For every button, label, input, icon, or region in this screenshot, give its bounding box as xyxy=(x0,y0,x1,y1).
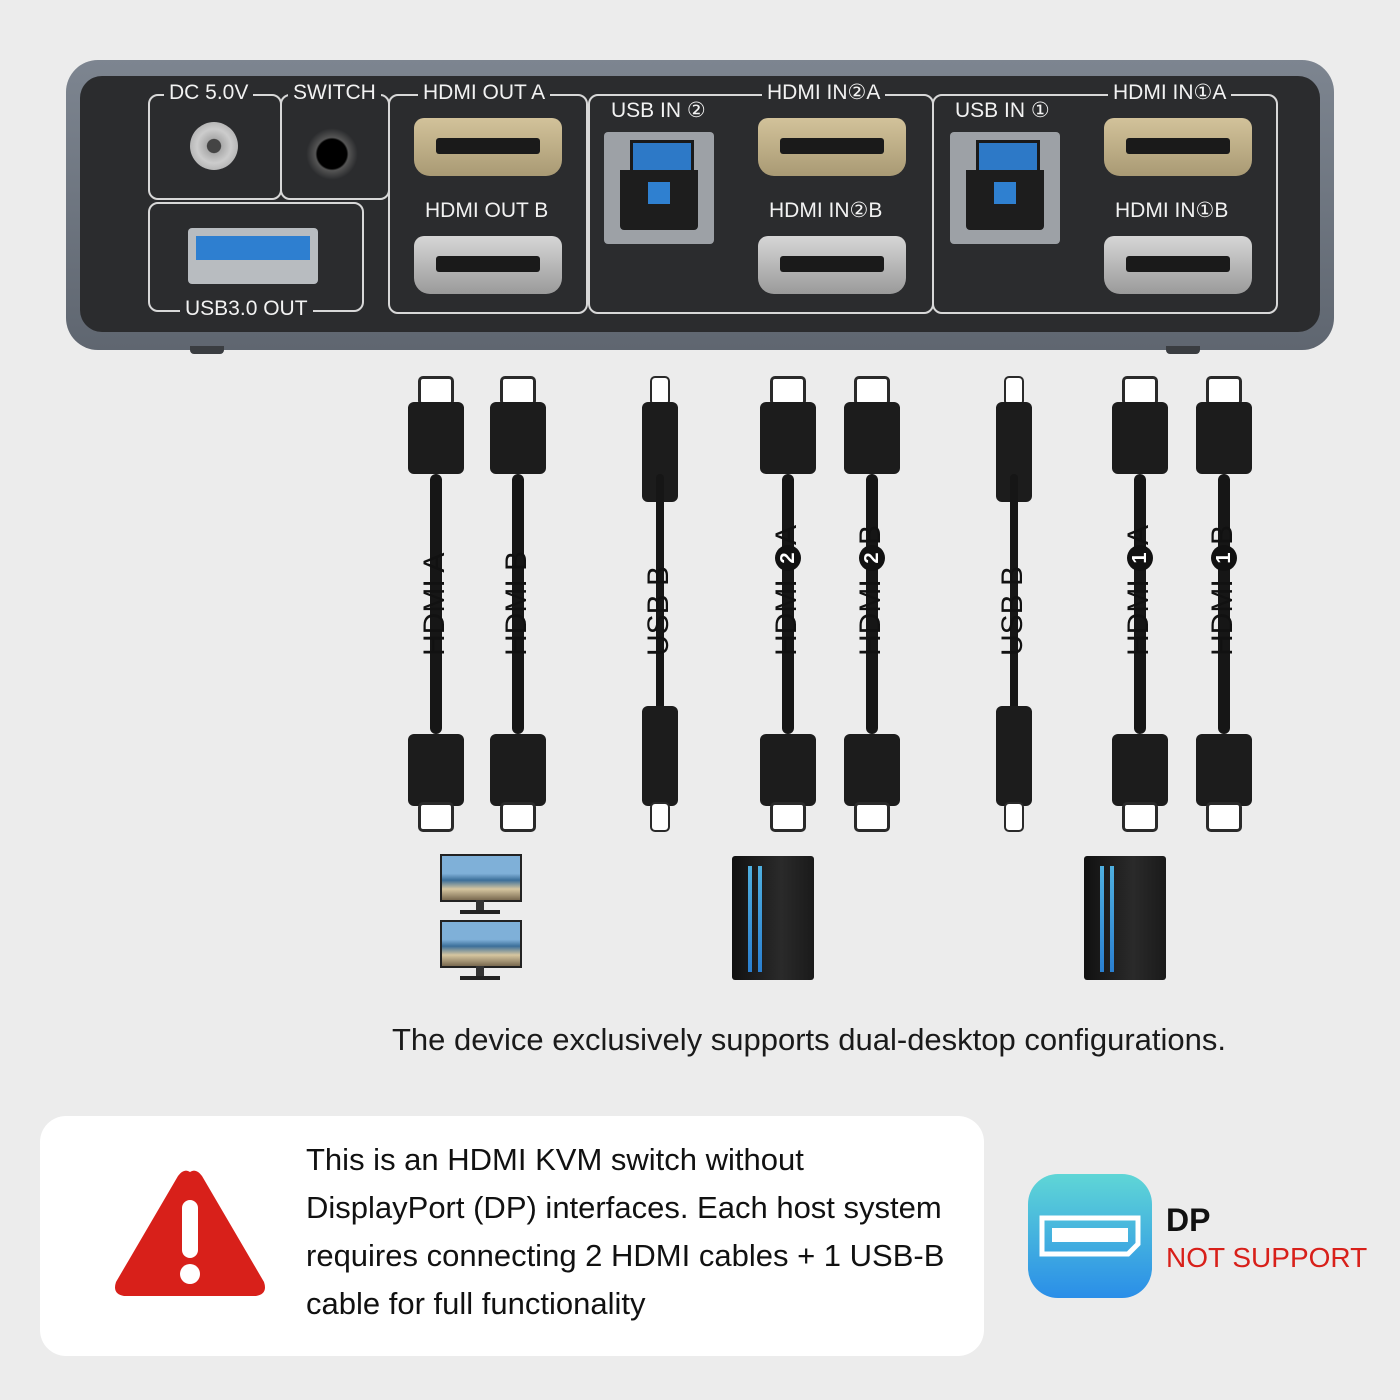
desktop-computer-icon xyxy=(732,856,814,980)
dp-title: DP xyxy=(1166,1202,1211,1238)
usb-in-1-label: USB IN ① xyxy=(950,100,1055,122)
cable-label: HDMI 2B xyxy=(854,524,887,656)
displayport-connector-icon xyxy=(1039,1215,1141,1257)
warning-card: This is an HDMI KVM switch without Displ… xyxy=(40,1116,984,1356)
hdmi-in-2a-label: HDMI IN②A xyxy=(762,82,886,104)
displayport-icon xyxy=(1028,1174,1152,1298)
cable-label: HDMI 1A xyxy=(1122,524,1155,656)
monitor-icon xyxy=(440,854,522,914)
cable-label: HDMI 1B xyxy=(1206,524,1239,656)
warning-text: This is an HDMI KVM switch without Displ… xyxy=(306,1142,945,1321)
usb-a-port-icon xyxy=(188,228,318,284)
hdmi-cable-icon xyxy=(760,376,816,832)
dp-not-supported: NOT SUPPORT xyxy=(1166,1242,1368,1273)
hdmi-in-2b-label: HDMI IN②B xyxy=(764,200,888,222)
hdmi-cable-icon xyxy=(1112,376,1168,832)
warning-triangle-icon xyxy=(115,1170,265,1296)
usb-b-cable-icon xyxy=(632,376,688,832)
monitor-icon xyxy=(440,920,522,980)
hdmi-port-icon xyxy=(1104,118,1252,176)
hdmi-cable-icon xyxy=(490,376,546,832)
dc-jack-icon xyxy=(190,122,238,170)
hdmi-out-b-label: HDMI OUT B xyxy=(420,200,554,222)
cable-label: USB B xyxy=(642,565,675,656)
hdmi-cable-icon xyxy=(1196,376,1252,832)
device-foot xyxy=(190,346,224,354)
usb-in-2-label: USB IN ② xyxy=(606,100,711,122)
hdmi-port-icon xyxy=(1104,236,1252,294)
configuration-note: The device exclusively supports dual-des… xyxy=(392,1022,1227,1057)
usb-b-cable-icon xyxy=(986,376,1042,832)
hdmi-cable-icon xyxy=(844,376,900,832)
cable-label: HDMI B xyxy=(500,550,533,656)
hdmi-port-icon xyxy=(414,118,562,176)
hdmi-cable-icon xyxy=(408,376,464,832)
usb-out-label: USB3.0 OUT xyxy=(180,298,313,320)
hdmi-port-icon xyxy=(414,236,562,294)
hdmi-port-icon xyxy=(758,236,906,294)
hdmi-port-icon xyxy=(758,118,906,176)
desktop-computer-icon xyxy=(1084,856,1166,980)
dc-label: DC 5.0V xyxy=(164,82,254,104)
usb-b-port-icon xyxy=(604,132,714,244)
switch-label: SWITCH xyxy=(288,82,381,104)
hdmi-in-1b-label: HDMI IN①B xyxy=(1110,200,1234,222)
hdmi-out-a-label: HDMI OUT A xyxy=(418,82,551,104)
hdmi-in-1a-label: HDMI IN①A xyxy=(1108,82,1232,104)
cable-label: HDMI A xyxy=(418,552,451,656)
host-1-group xyxy=(932,94,1278,314)
cable-label: USB B xyxy=(996,565,1029,656)
usb-b-port-icon xyxy=(950,132,1060,244)
switch-jack-icon xyxy=(306,128,358,180)
cable-label: HDMI 2A xyxy=(770,524,803,656)
device-foot xyxy=(1166,346,1200,354)
